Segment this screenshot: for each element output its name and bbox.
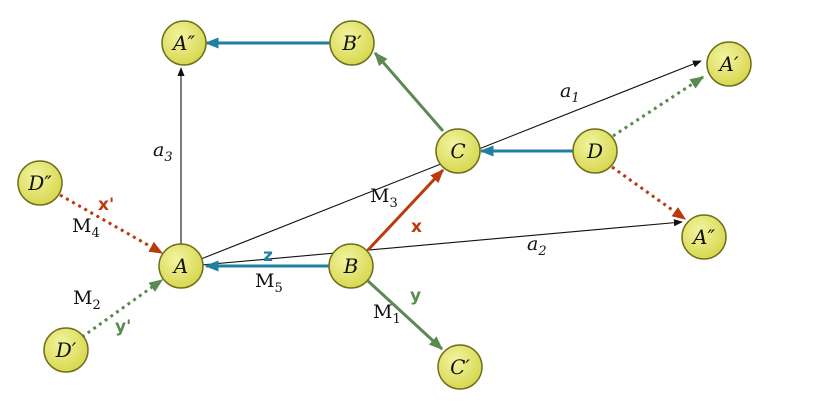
arrow-B-to-Cp-y [366, 279, 444, 351]
label-xp: x' [98, 195, 114, 215]
svg-text:A′: A′ [718, 52, 739, 76]
svg-text:D: D [586, 139, 603, 163]
label-M1: M1 [373, 301, 401, 327]
node-B: B [328, 243, 374, 289]
label-z: z [263, 246, 273, 266]
node-Bp: B′ [329, 20, 375, 66]
svg-text:B: B [343, 254, 359, 278]
node-Dpp: D″ [17, 160, 63, 206]
label-M3: M3 [370, 185, 398, 211]
label-yp: y' [115, 317, 131, 337]
arrow-B-to-C-x [366, 168, 445, 252]
label-y: y [410, 286, 421, 306]
label-a3: a3 [153, 139, 173, 165]
label-M4: M4 [72, 215, 100, 241]
node-App-right: A″ [681, 214, 727, 260]
node-App-top: A″ [161, 20, 207, 66]
svg-text:A: A [172, 254, 188, 278]
svg-text:A″: A″ [171, 31, 195, 55]
node-C: C [435, 128, 481, 174]
label-x: x [411, 217, 422, 237]
arrow-Dpp-to-A-xp [59, 193, 164, 255]
svg-text:A″: A″ [691, 225, 715, 249]
svg-text:B′: B′ [341, 31, 362, 55]
label-a1: a1 [560, 80, 580, 106]
svg-text:C: C [450, 139, 465, 163]
arrow-D-to-App-right [611, 165, 687, 221]
label-M5: M5 [255, 270, 283, 296]
node-D: D [572, 128, 618, 174]
node-Ap: A′ [706, 41, 752, 87]
node-Cp: C′ [437, 344, 483, 390]
arrow-C-to-Bp [373, 51, 445, 132]
arrow-Dp-to-A-yp [81, 278, 164, 339]
svg-text:D″: D″ [27, 171, 52, 195]
label-M2: M2 [73, 287, 101, 313]
arrow-D-to-Ap [612, 75, 705, 138]
svg-text:C′: C′ [450, 355, 470, 379]
svg-text:D′: D′ [55, 338, 77, 362]
edge-a2 [200, 219, 683, 266]
label-a2: a2 [527, 233, 547, 259]
node-A: A [158, 243, 204, 289]
node-Dp: D′ [43, 327, 89, 373]
